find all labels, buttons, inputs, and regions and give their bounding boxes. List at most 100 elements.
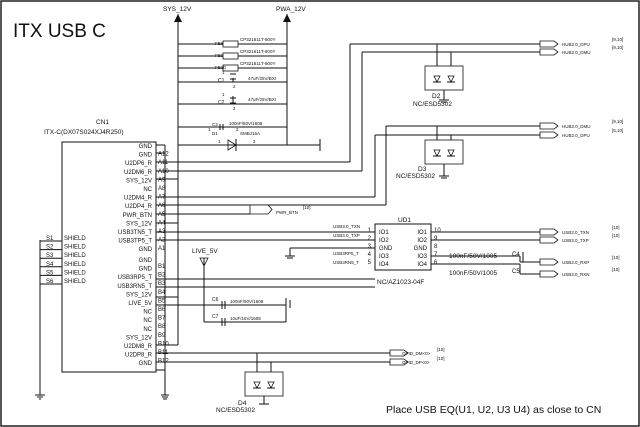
cn1-shield-label: SHIELD — [64, 262, 86, 268]
ferrite-bead-group: FB8 FB9 FB10 CP321611T-600Y CP321611T-60… — [178, 37, 287, 72]
cn1-a-pin-num: A2 — [158, 238, 166, 244]
offpage-net: USB3.0_TXP — [562, 238, 589, 243]
cn1-b-signal: LIVE_5V — [128, 301, 152, 307]
offpage-net: HUB2.0_DMU — [562, 124, 591, 129]
svg-text:47uF/25V/BXI: 47uF/25V/BXI — [248, 97, 276, 102]
cn1-a-signal: SYS_12V — [126, 221, 152, 227]
fb8-part: CP321611T-600Y — [240, 37, 275, 42]
svg-text:USB3RP5_T: USB3RP5_T — [333, 251, 359, 256]
cn1-shield-label: SHIELD — [64, 245, 86, 251]
cn1-b-pin-num: B10 — [158, 341, 169, 347]
fb10-part: CP321611T-600Y — [240, 61, 275, 66]
cn1-shield-label: SHIELD — [64, 253, 86, 259]
cn1-b-pin-num: B3 — [158, 281, 166, 287]
svg-text:1: 1 — [222, 70, 225, 75]
cn1-shield-num: S1 — [46, 236, 54, 242]
cn1-b-pin-num: B9 — [158, 333, 166, 339]
offpage-sheet: [10] — [612, 225, 620, 230]
cn1-a-pin-num: A11 — [158, 160, 169, 166]
cn1-b-signal: GND — [139, 267, 153, 273]
cn1-a-signal: GND — [139, 153, 153, 159]
offpage-arrow — [539, 122, 559, 130]
ud1-io-right: IO3 — [417, 254, 427, 260]
svg-text:D1: D1 — [212, 131, 218, 136]
cn1-b-pin-num: B6 — [158, 307, 166, 313]
cn1-b-pin-num: B1 — [158, 264, 166, 270]
cn1-shield-label: SHIELD — [64, 279, 86, 285]
cn1-shield-label: SHIELD — [64, 270, 86, 276]
offpage-net: OPID_DP<0> — [402, 360, 430, 365]
cn1-shield-num: S4 — [46, 262, 54, 268]
sys-12v-power-symbol: SYS_12V — [163, 6, 192, 160]
ud1-pin-right: 10 — [434, 228, 441, 234]
offpage-arrow — [539, 228, 559, 236]
cn1-shield-num: S5 — [46, 270, 54, 276]
cn1-b-signal: NC — [143, 318, 152, 324]
cn1-a-signal: USB3TN5_T — [118, 230, 152, 236]
cn1-a-pin-num: A10 — [158, 169, 169, 175]
cn1-b-pin-num: B7 — [158, 316, 166, 322]
offpage-sheet: [10] — [437, 347, 445, 352]
offpage-arrow — [389, 358, 409, 366]
cn1-a-signal: U2DM4_R — [124, 196, 153, 202]
cn1-a-pin-num: A6 — [158, 203, 166, 209]
svg-text:D3: D3 — [418, 166, 427, 173]
ud1-io-right: GND — [414, 246, 428, 252]
svg-text:1: 1 — [218, 139, 221, 144]
svg-text:C5: C5 — [512, 269, 520, 275]
placement-note: Place USB EQ(U1, U2, U3 U4) as close to … — [386, 404, 601, 416]
offpage-connectors: HUB2.0_DPU[9,10]HUB2.0_DMU[9,10]HUB2.0_D… — [389, 37, 623, 366]
cn1-b-row-signals: GNDB1GNDB2USB3RP5_TB3USB3RN5_TB4SYS_12VB… — [117, 258, 169, 367]
svg-text:SYS_12V: SYS_12V — [163, 6, 192, 13]
svg-text:PWR_BTN: PWR_BTN — [276, 210, 298, 215]
esd-d4: D4 NC/ESD5302 — [216, 353, 284, 414]
cn1-shield-num: S3 — [46, 253, 54, 259]
offpage-arrow — [539, 40, 559, 48]
c3-d1-group: C3 100nF/50V/1608 1 2 D1 SMBJ16A 1 2 — [178, 121, 321, 151]
esd-d3: D3 NC/ESD5302 — [396, 126, 464, 180]
cn1-a-signal: PWR_BTN — [123, 213, 152, 219]
ud1-pin-right: 6 — [434, 260, 438, 266]
cn1-b-signal: U2DP8_R — [125, 353, 153, 359]
fb9-part: CP321611T-600Y — [240, 49, 275, 54]
live-5v-label: LIVE_5V — [192, 248, 218, 255]
cn1-b-signal: U2DM8_R — [124, 344, 153, 350]
svg-text:USB3RN5_T: USB3RN5_T — [333, 260, 359, 265]
cn1-shield-label: SHIELD — [64, 236, 86, 242]
cn1-b-pin-num: B8 — [158, 324, 166, 330]
svg-text:C1: C1 — [218, 78, 225, 84]
cn1-a-signal: GND — [139, 247, 153, 253]
live-5v-decoupling: LIVE_5V C6 C7 100nF/50V/1608 10uF/16V/16… — [156, 248, 291, 326]
svg-text:1: 1 — [208, 127, 211, 132]
cn1-a-pin-num: A7 — [158, 195, 166, 201]
offpage-arrow — [389, 349, 409, 357]
ud1-io-left: IO1 — [379, 230, 389, 236]
offpage-net: HUB2.0_DPU — [562, 133, 590, 138]
fb9-ref: FB9 — [215, 53, 224, 58]
fb10-ref: FB10 — [215, 65, 226, 70]
offpage-net: HUB2.0_DPU — [562, 42, 590, 47]
cn1-b-signal: SYS_12V — [126, 335, 152, 341]
cn1-a-pin-num: A9 — [158, 177, 166, 183]
svg-text:100nF/50V/1005: 100nF/50V/1005 — [449, 253, 497, 260]
svg-text:C2: C2 — [218, 100, 225, 106]
fb8-ref: FB8 — [215, 41, 224, 46]
cn1-b-pin-num: B5 — [158, 298, 166, 304]
cn1-a-pin-num: A8 — [158, 186, 166, 192]
cn1-a-signal: NC — [143, 187, 152, 193]
offpage-arrow — [539, 48, 559, 56]
svg-text:10uF/16V/1608: 10uF/16V/1608 — [230, 316, 261, 321]
cn1-b-signal: SYS_12V — [126, 292, 152, 298]
svg-text:47uF/25V/BXI: 47uF/25V/BXI — [248, 76, 276, 81]
cn1-a-pin-num: A12 — [158, 152, 169, 158]
ud1-io-left: IO3 — [379, 254, 389, 260]
svg-text:C7: C7 — [212, 314, 219, 320]
esd-d2: D2 NC/ESD5302 — [413, 44, 464, 108]
svg-text:PWA_12V: PWA_12V — [276, 6, 306, 13]
